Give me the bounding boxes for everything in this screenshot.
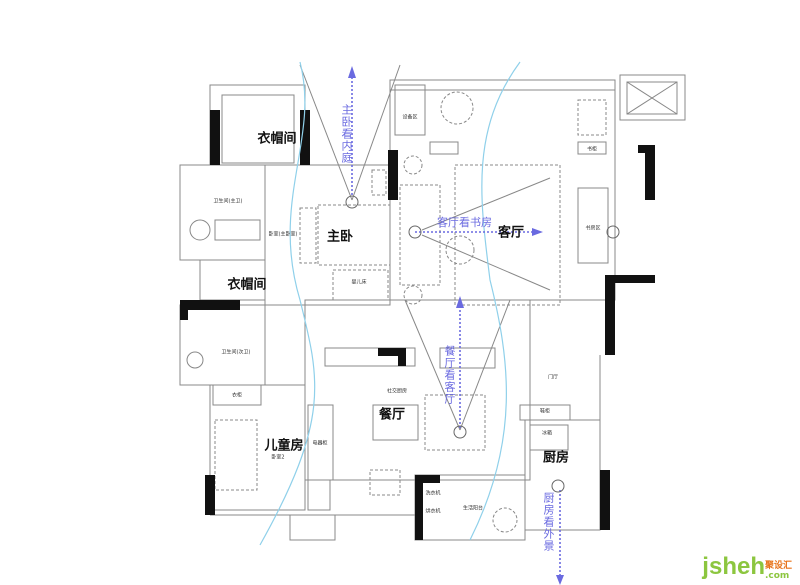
label-master-bath: 卫生间(主卫) bbox=[213, 198, 243, 205]
label-balcony: 生活阳台 bbox=[462, 505, 484, 512]
label-equipment: 设备区 bbox=[402, 114, 418, 121]
logo-cn: 聚设汇 bbox=[764, 561, 792, 571]
label-crib: 婴儿床 bbox=[351, 279, 367, 286]
room-label-kitchen: 厨房 bbox=[542, 450, 570, 466]
room-label-kids-room: 儿童房 bbox=[264, 438, 304, 454]
label-wardrobe: 衣柜 bbox=[231, 392, 243, 399]
view-arrowheads bbox=[348, 66, 564, 585]
room-label-master-bedroom: 主卧 bbox=[326, 229, 354, 245]
label-appliance-cabinet: 电器柜 bbox=[312, 440, 328, 447]
label-kids-bed-sub: 卧室2 bbox=[271, 454, 285, 461]
label-bookcase: 书柜 bbox=[586, 146, 598, 153]
label-master-bed-sub: 卧室(主卧室) bbox=[268, 231, 298, 238]
room-label-living-room: 客厅 bbox=[497, 225, 525, 241]
label-fridge: 冰箱 bbox=[541, 430, 553, 437]
label-shoe-cabinet: 鞋柜 bbox=[539, 408, 551, 415]
label-study: 书房区 bbox=[585, 225, 601, 232]
label-dryer: 烘衣机 bbox=[425, 508, 441, 515]
label-social-kitchen: 社交厨房 bbox=[386, 388, 408, 395]
label-second-bath: 卫生间(次卫) bbox=[221, 349, 251, 356]
view-lines bbox=[351, 75, 561, 578]
room-label-closet-top: 衣帽间 bbox=[257, 131, 297, 147]
viewer-figures bbox=[345, 195, 620, 493]
label-washer: 洗衣机 bbox=[425, 490, 441, 497]
view-label-dining-to-living: 餐厅看客厅 bbox=[443, 345, 456, 405]
room-label-closet-mid: 衣帽间 bbox=[227, 277, 267, 293]
logo-domain: .com bbox=[764, 571, 790, 581]
site-logo: jsheh 聚设汇 .com bbox=[702, 553, 792, 581]
circulation-curves bbox=[259, 61, 521, 546]
view-label-master-to-courtyard: 主卧看内庭 bbox=[340, 104, 353, 164]
view-label-kitchen-to-outside: 厨房看外景 bbox=[542, 492, 555, 552]
logo-main: jsheh bbox=[702, 553, 765, 580]
label-foyer: 门厅 bbox=[547, 374, 559, 381]
view-label-living-to-study: 客厅看书房 bbox=[437, 216, 492, 229]
structural-walls bbox=[180, 110, 655, 540]
room-label-dining-room: 餐厅 bbox=[378, 407, 406, 423]
